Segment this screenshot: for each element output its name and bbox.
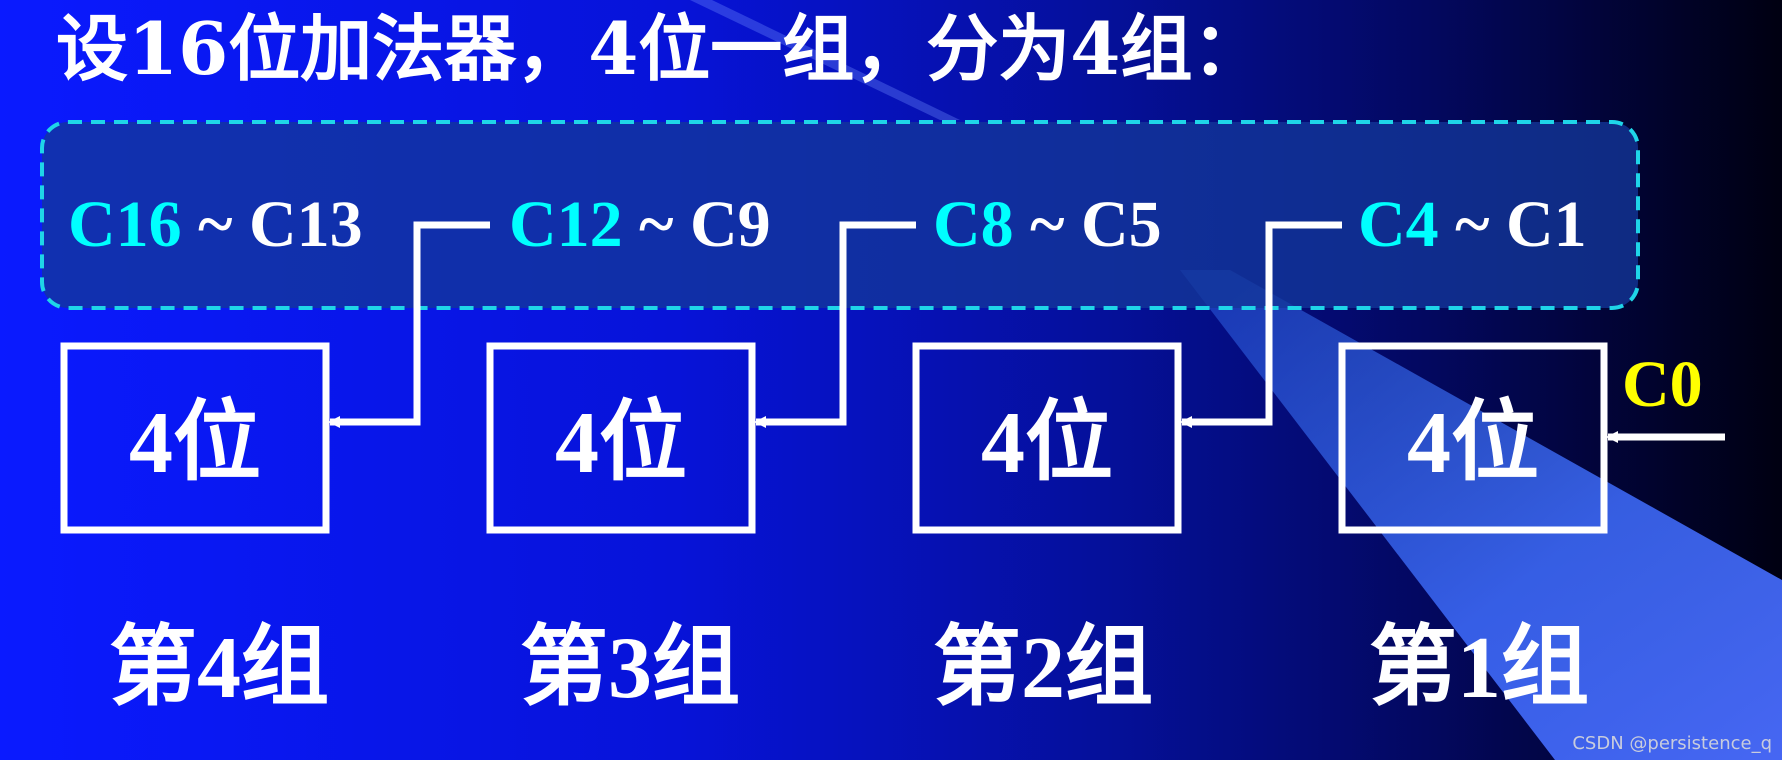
group-label-2: 第2组	[932, 620, 1153, 717]
carry-high-label: C16	[68, 188, 182, 261]
carry-range-group-3: C12 ~ C9	[509, 192, 771, 258]
slide-title: 设16位加法器，4位一组，分为4组：	[56, 6, 1265, 91]
carry-arrow-c4-to-group-2	[1180, 221, 1342, 428]
carry-arrow-c8-to-group-3	[754, 221, 916, 428]
group-label-4: 第4组	[108, 620, 329, 717]
carry-tilde: ~	[1455, 188, 1490, 261]
background-thin-beam	[690, 0, 960, 120]
carry-range-group-1: C4 ~ C1	[1358, 192, 1587, 258]
adder-box-group-4	[60, 342, 330, 534]
adder-box-label-group-4: 4位	[128, 395, 261, 492]
carry-high-label: C4	[1358, 188, 1439, 261]
adder-box-group-2	[912, 342, 1182, 534]
adder-box-group-1	[1338, 342, 1608, 534]
adder-box-label-group-2: 4位	[980, 395, 1113, 492]
carry-high-label: C8	[933, 188, 1014, 261]
group-label-3: 第3组	[519, 620, 740, 717]
carry-arrow-c12-to-group-4	[328, 221, 490, 428]
carry-low-label: C9	[690, 188, 771, 261]
carry-tilde: ~	[1030, 188, 1065, 261]
carry-range-group-4: C16 ~ C13	[68, 192, 363, 258]
adder-box-group-3	[486, 342, 756, 534]
adder-box-label-group-1: 4位	[1406, 395, 1539, 492]
carry-tilde: ~	[198, 188, 233, 261]
background-light-beam	[1180, 270, 1782, 760]
carry-tilde: ~	[639, 188, 674, 261]
watermark: CSDN @persistence_q	[1572, 733, 1772, 754]
carry-low-label: C1	[1506, 188, 1587, 261]
carry-range-group-2: C8 ~ C5	[933, 192, 1162, 258]
carry-low-label: C5	[1081, 188, 1162, 261]
input-carry-label: C0	[1622, 348, 1703, 421]
carry-low-label: C13	[249, 188, 363, 261]
adder-box-label-group-3: 4位	[554, 395, 687, 492]
group-label-1: 第1组	[1368, 620, 1589, 717]
carry-high-label: C12	[509, 188, 623, 261]
